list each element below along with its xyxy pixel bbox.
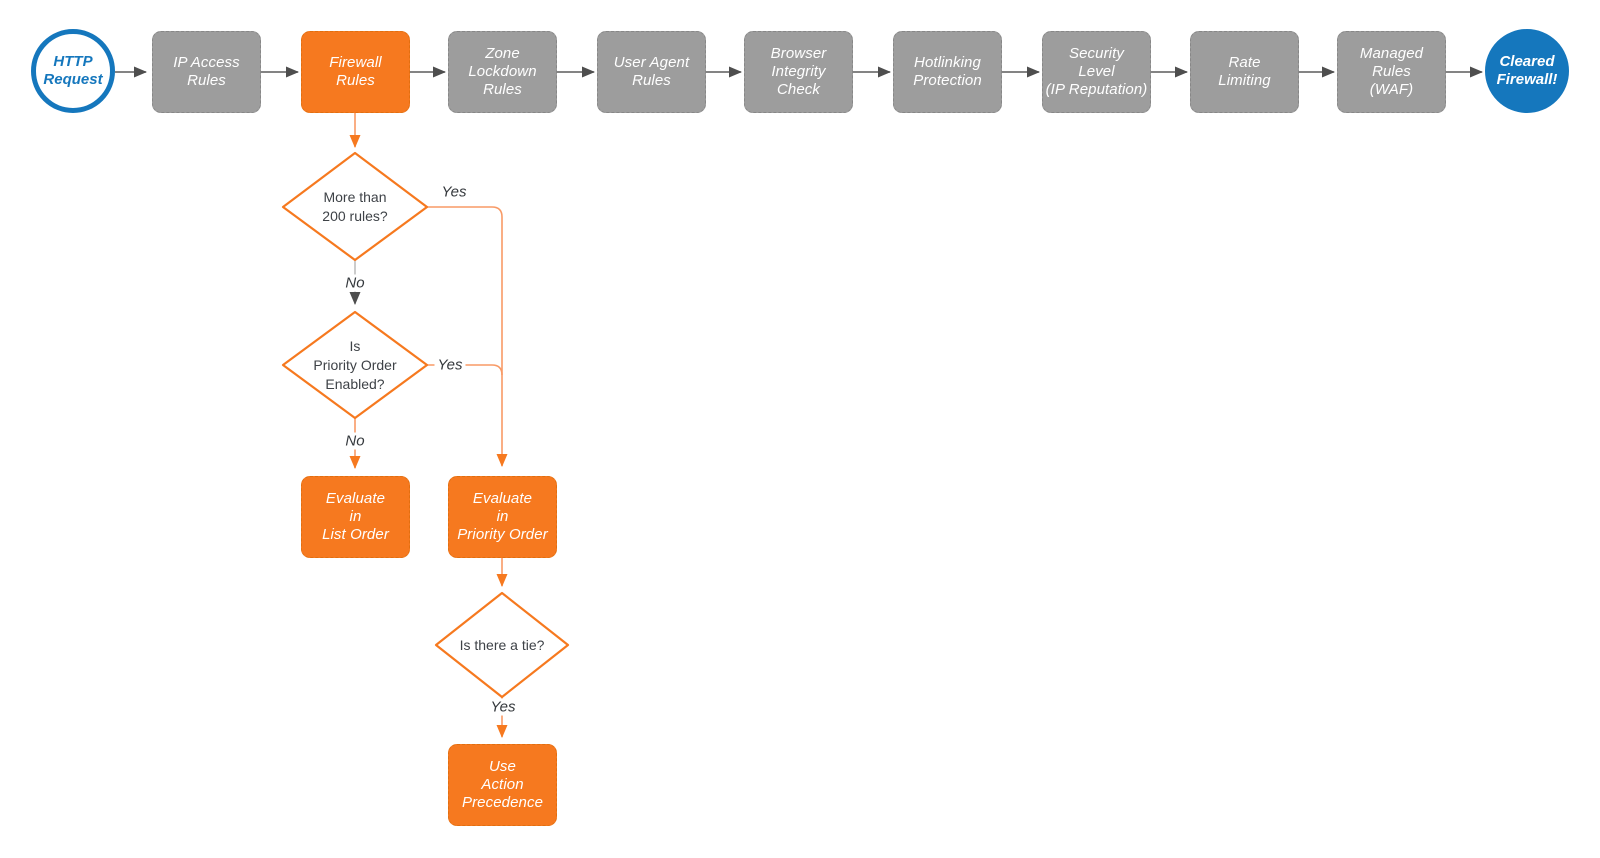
node-http-request: HTTP Request	[31, 29, 115, 113]
node-firewall-rules: Firewall Rules	[301, 31, 410, 113]
connector-d2-yes-merge	[427, 364, 503, 376]
node-evaluate-in-list-order-label: Evaluate in List Order	[322, 490, 389, 543]
node-security-level-label: Security Level (IP Reputation)	[1045, 45, 1148, 98]
node-managed-rules-waf: Managed Rules (WAF)	[1337, 31, 1446, 113]
node-use-action-precedence-label: Use Action Precedence	[461, 758, 544, 811]
node-zone-lockdown-rules-label: Zone Lockdown Rules	[468, 45, 537, 98]
edge-label-d2-no: No	[342, 432, 368, 450]
node-hotlinking-protection-label: Hotlinking Protection	[913, 54, 982, 89]
node-browser-integrity-check-label: Browser Integrity Check	[770, 45, 827, 98]
node-hotlinking-protection: Hotlinking Protection	[893, 31, 1002, 113]
node-browser-integrity-check: Browser Integrity Check	[744, 31, 853, 113]
edge-label-d2-yes: Yes	[434, 356, 466, 374]
decision-is-there-a-tie-shape	[434, 591, 570, 699]
node-cleared-firewall-label: Cleared Firewall!	[1496, 53, 1558, 88]
node-evaluate-in-priority-order-label: Evaluate in Priority Order	[457, 490, 548, 543]
node-security-level: Security Level (IP Reputation)	[1042, 31, 1151, 113]
node-zone-lockdown-rules: Zone Lockdown Rules	[448, 31, 557, 113]
node-user-agent-rules-label: User Agent Rules	[613, 54, 690, 89]
decision-priority-order-enabled-shape	[281, 310, 429, 420]
edge-label-d1-no: No	[342, 274, 368, 292]
node-evaluate-in-list-order: Evaluate in List Order	[301, 476, 410, 558]
decision-more-than-200-rules-label: More than 200 rules?	[322, 189, 388, 224]
node-firewall-rules-label: Firewall Rules	[329, 54, 382, 89]
node-ip-access-rules-label: IP Access Rules	[173, 54, 240, 89]
node-cleared-firewall: Cleared Firewall!	[1485, 29, 1569, 113]
edge-label-d1-yes: Yes	[438, 183, 470, 201]
connector-d1-yes-to-priority-order	[427, 206, 508, 467]
node-rate-limiting: Rate Limiting	[1190, 31, 1299, 113]
node-http-request-label: HTTP Request	[43, 53, 103, 88]
node-ip-access-rules: IP Access Rules	[152, 31, 261, 113]
node-evaluate-in-priority-order: Evaluate in Priority Order	[448, 476, 557, 558]
node-user-agent-rules: User Agent Rules	[597, 31, 706, 113]
node-use-action-precedence: Use Action Precedence	[448, 744, 557, 826]
decision-more-than-200-rules-shape	[281, 151, 429, 262]
node-managed-rules-waf-label: Managed Rules (WAF)	[1359, 45, 1424, 98]
decision-is-there-a-tie-label: Is there a tie?	[459, 637, 545, 653]
node-rate-limiting-label: Rate Limiting	[1218, 54, 1271, 89]
decision-priority-order-enabled-label: Is Priority Order Enabled?	[313, 338, 397, 392]
edge-label-d3-yes: Yes	[487, 698, 519, 716]
